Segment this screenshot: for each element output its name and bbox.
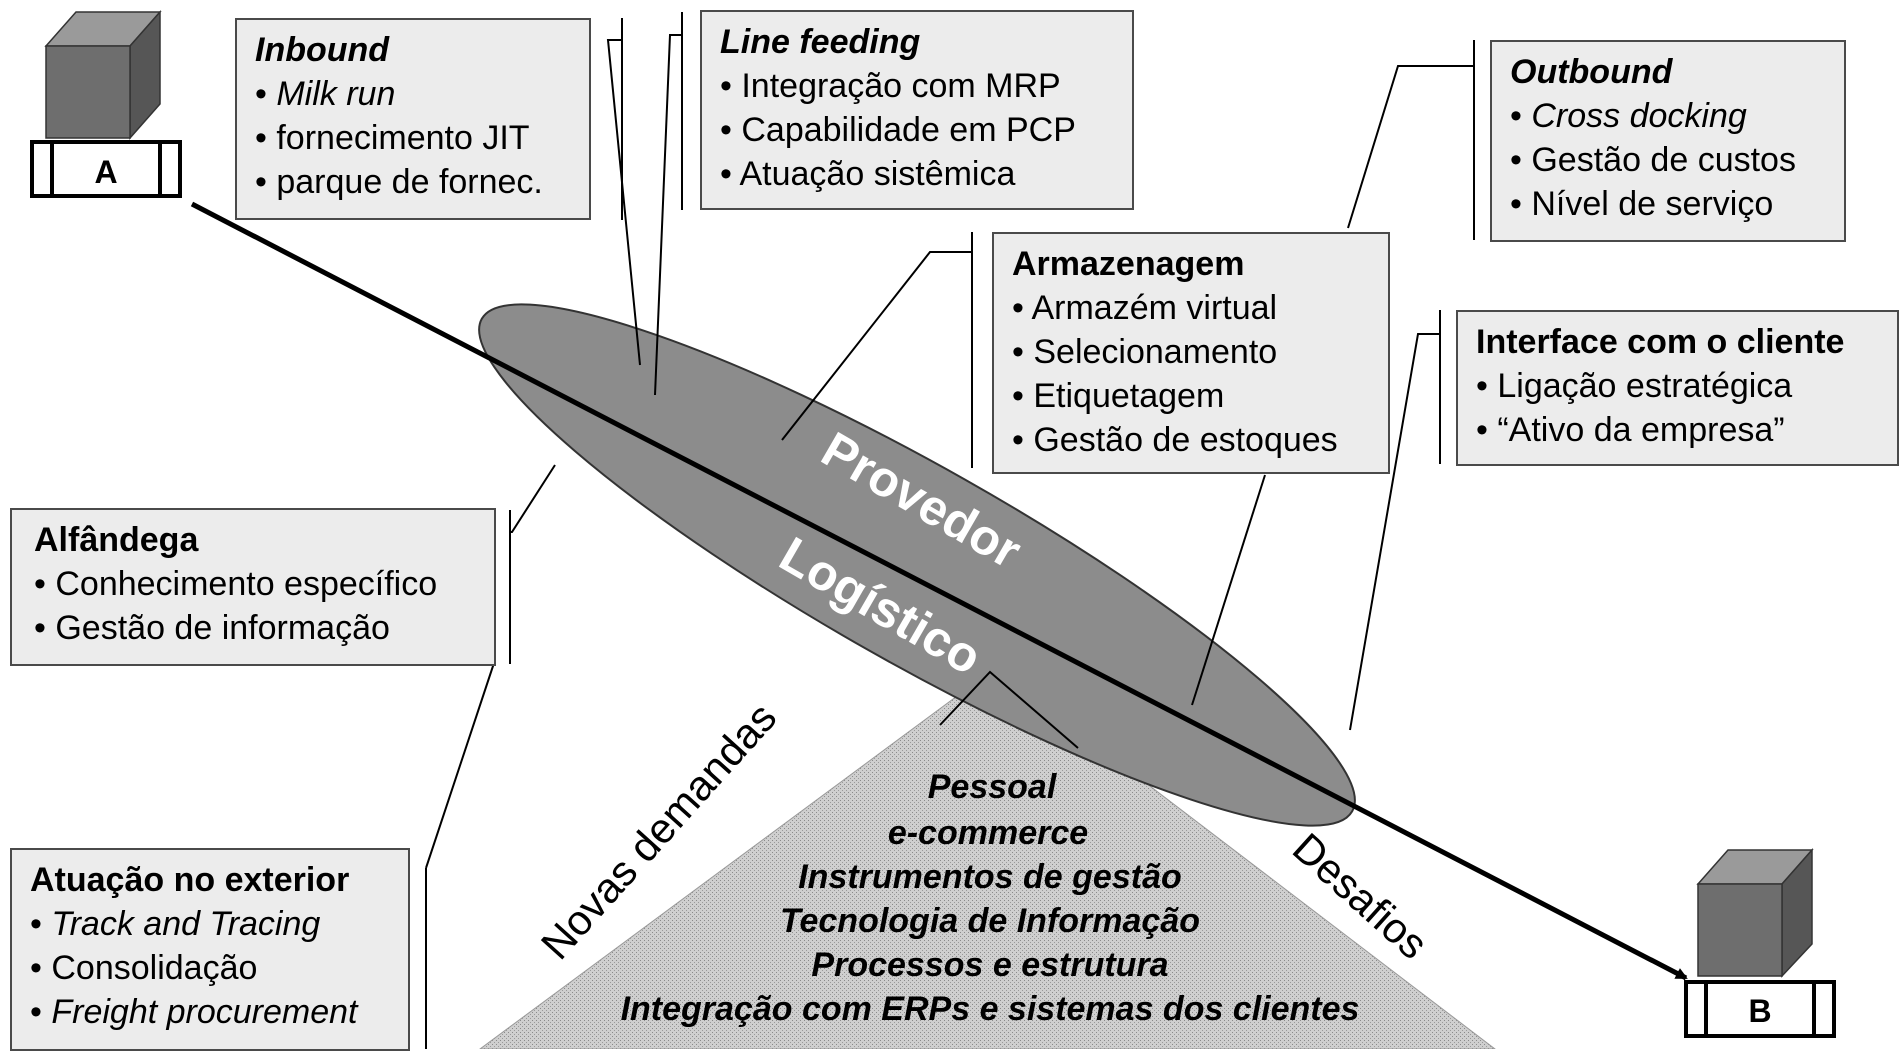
list-item: • Ligação estratégica [1476,367,1793,405]
list-item: • Cross docking [1510,97,1747,135]
box-armazenagem: Armazenagem • Armazém virtual • Selecion… [992,232,1390,474]
cube-b-icon [1696,848,1814,978]
list-item: • Conhecimento específico [34,565,438,603]
box-outbound-title: Outbound [1510,53,1673,91]
box-inbound-title: Inbound [255,31,390,69]
box-armazenagem-title: Armazenagem [1012,245,1245,283]
pyramid-item-integracao: Integração com ERPs e sistemas dos clien… [621,990,1360,1028]
list-item: • Integração com MRP [720,67,1061,105]
box-line-feeding: Line feeding • Integração com MRP • Capa… [700,10,1134,210]
list-item: • Armazém virtual [1012,289,1278,327]
cube-a-icon [44,10,162,140]
box-interface-title: Interface com o cliente [1476,323,1845,361]
box-alfandega-title: Alfândega [34,521,199,559]
pyramid-item-ecommerce: e-commerce [888,814,1088,852]
box-outbound: Outbound • Cross docking • Gestão de cus… [1490,40,1846,242]
list-item: • fornecimento JIT [255,119,530,157]
box-alfandega: Alfândega • Conhecimento específico • Ge… [10,508,496,666]
list-item: • Milk run [255,75,396,113]
list-item: • Atuação sistêmica [720,155,1016,193]
pyramid-item-instrumentos: Instrumentos de gestão [798,858,1182,896]
list-item: • Gestão de estoques [1012,421,1338,459]
list-item: • Gestão de informação [34,609,390,647]
callout-armazenagem-bottom [1191,474,1266,706]
list-item: • “Ativo da empresa” [1476,411,1785,449]
list-item: • parque de fornec. [255,163,543,201]
box-line-feeding-title: Line feeding [720,23,921,61]
box-atuacao-exterior: Atuação no exterior • Track and Tracing … [10,848,410,1051]
list-item: • Gestão de custos [1510,141,1796,179]
callout-outbound [1347,65,1474,229]
list-item: • Etiquetagem [1012,377,1225,415]
list-item: • Consolidação [30,949,258,987]
flow-line-a-to-b [190,201,1688,981]
callout-inbound [606,39,641,366]
pyramid [479,667,1496,1049]
pyramid-item-ti: Tecnologia de Informação [780,902,1200,940]
callout-interface [1349,333,1440,731]
node-b-label: B [1748,993,1771,1029]
list-item: • Nível de serviço [1510,185,1774,223]
callout-exterior [425,659,496,869]
node-a-box [30,140,182,198]
callout-armazenagem [781,251,972,441]
list-item: • Track and Tracing [30,905,321,943]
box-exterior-title: Atuação no exterior [30,861,350,899]
node-b-box [1684,980,1836,1038]
box-interface-cliente: Interface com o cliente • Ligação estrat… [1456,310,1899,466]
list-item: • Freight procurement [30,993,358,1031]
pyramid-apex-line [939,670,1079,749]
box-inbound: Inbound • Milk run • fornecimento JIT • … [235,18,591,220]
callout-line-feeding [654,34,682,396]
node-a-label: A [94,154,117,190]
pyramid-item-pessoal: Pessoal [928,768,1058,806]
callout-alfandega [510,464,556,533]
pyramid-item-processos: Processos e estrutura [811,946,1168,984]
list-item: • Selecionamento [1012,333,1278,371]
list-item: • Capabilidade em PCP [720,111,1076,149]
